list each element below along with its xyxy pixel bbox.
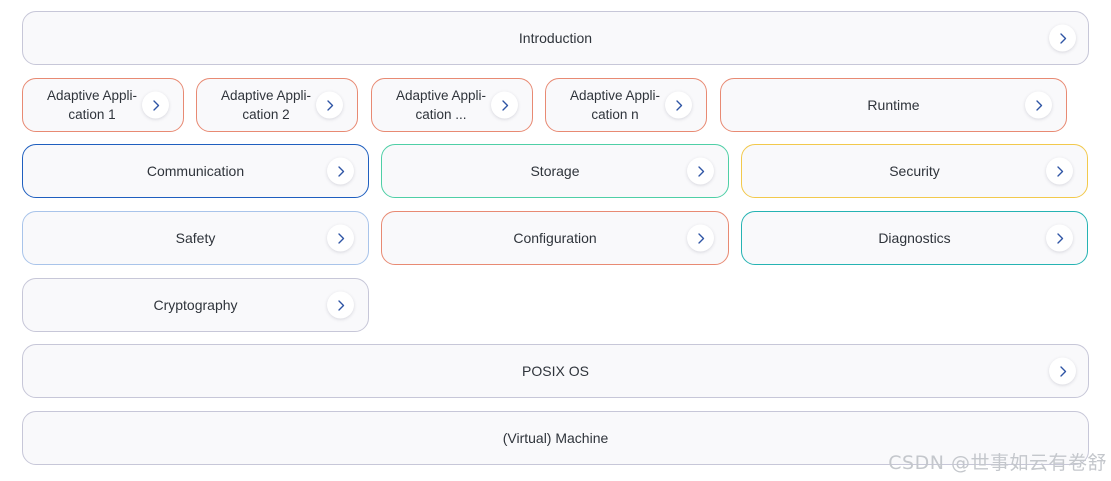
adaptive-application-n-label: Adaptive Appli- cation n <box>569 88 661 122</box>
watermark: CSDN @世事如云有卷舒 <box>888 452 1107 474</box>
adaptive-application-2-block[interactable]: Adaptive Appli- cation 2 <box>196 78 358 132</box>
communication-label: Communication <box>146 162 245 179</box>
chevron-right-icon[interactable] <box>687 157 714 185</box>
introduction-block[interactable]: Introduction <box>22 11 1089 65</box>
adaptive-application-1-label: Adaptive Appli- cation 1 <box>46 88 138 122</box>
chevron-right-icon[interactable] <box>665 91 692 119</box>
storage-label: Storage <box>530 162 580 179</box>
chevron-right-icon[interactable] <box>687 224 714 252</box>
chevron-right-icon[interactable] <box>327 157 354 185</box>
posix-os-block[interactable]: POSIX OS <box>22 344 1089 398</box>
chevron-right-icon[interactable] <box>142 91 169 119</box>
safety-label: Safety <box>175 229 216 246</box>
chevron-right-icon[interactable] <box>1046 224 1073 252</box>
cryptography-block[interactable]: Cryptography <box>22 278 369 332</box>
cryptography-label: Cryptography <box>153 296 238 313</box>
introduction-label: Introduction <box>518 29 593 46</box>
storage-block[interactable]: Storage <box>381 144 729 198</box>
runtime-block[interactable]: Runtime <box>720 78 1067 132</box>
chevron-right-icon[interactable] <box>1049 24 1076 52</box>
chevron-right-icon[interactable] <box>316 91 343 119</box>
diagnostics-label: Diagnostics <box>878 229 951 246</box>
chevron-right-icon[interactable] <box>1049 357 1076 385</box>
security-label: Security <box>889 162 940 179</box>
chevron-right-icon[interactable] <box>1025 91 1052 119</box>
runtime-label: Runtime <box>867 96 920 113</box>
virtual-machine-label: (Virtual) Machine <box>502 429 609 446</box>
chevron-right-icon[interactable] <box>1046 157 1073 185</box>
adaptive-application-3-block[interactable]: Adaptive Appli- cation ... <box>371 78 533 132</box>
security-block[interactable]: Security <box>741 144 1088 198</box>
chevron-right-icon[interactable] <box>491 91 518 119</box>
configuration-label: Configuration <box>513 229 597 246</box>
posix-os-label: POSIX OS <box>522 362 589 379</box>
adaptive-application-1-block[interactable]: Adaptive Appli- cation 1 <box>22 78 184 132</box>
diagnostics-block[interactable]: Diagnostics <box>741 211 1088 265</box>
adaptive-application-3-label: Adaptive Appli- cation ... <box>395 88 487 122</box>
adaptive-application-n-block[interactable]: Adaptive Appli- cation n <box>545 78 707 132</box>
adaptive-application-2-label: Adaptive Appli- cation 2 <box>220 88 312 122</box>
chevron-right-icon[interactable] <box>327 224 354 252</box>
chevron-right-icon[interactable] <box>327 291 354 319</box>
communication-block[interactable]: Communication <box>22 144 369 198</box>
configuration-block[interactable]: Configuration <box>381 211 729 265</box>
safety-block[interactable]: Safety <box>22 211 369 265</box>
